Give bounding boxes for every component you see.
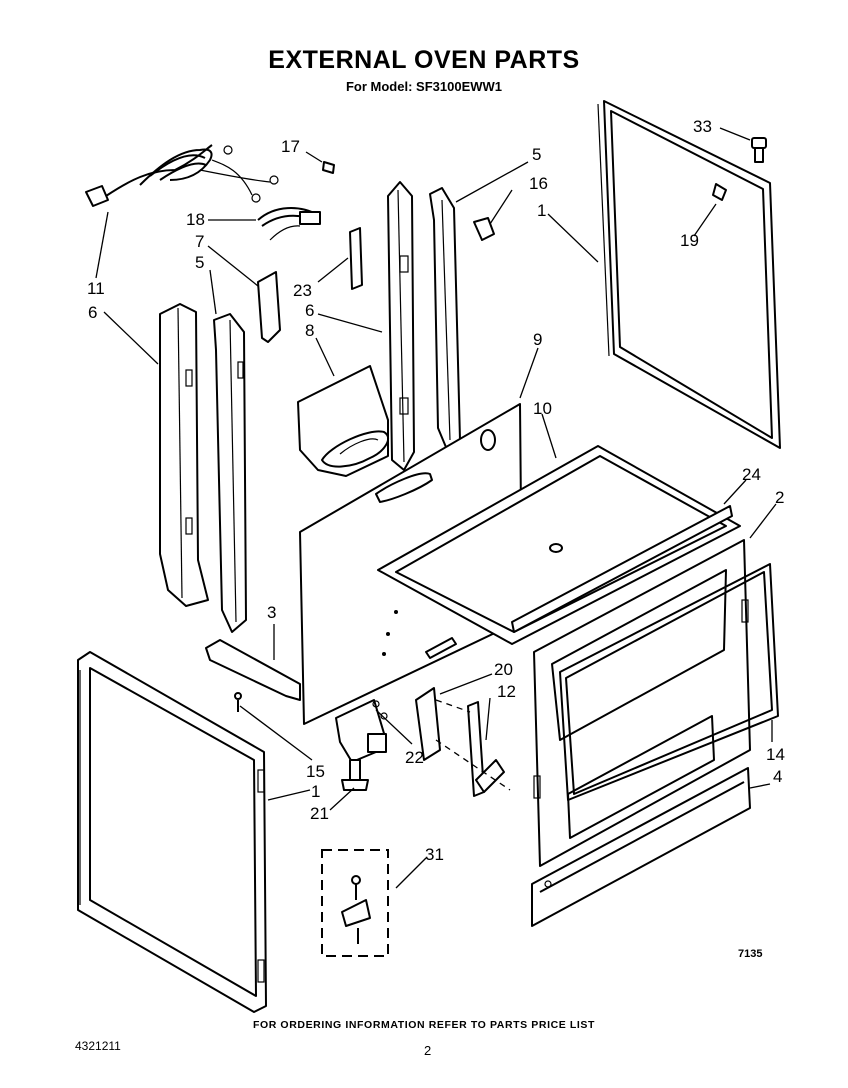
- part-17: [322, 161, 335, 174]
- callout-leader-lines: [95, 127, 777, 889]
- callout-2: 2: [775, 488, 785, 507]
- brace-3: [205, 639, 301, 701]
- callout-22: 22: [405, 748, 424, 767]
- door-gasket-14: [559, 563, 779, 801]
- callout-23: 23: [293, 281, 312, 300]
- callout-1-upper: 1: [537, 201, 547, 220]
- kick-panel-4: [531, 767, 751, 927]
- callout-12: 12: [497, 682, 516, 701]
- power-cord-11: [85, 144, 279, 207]
- callout-7: 7: [195, 232, 205, 251]
- figure-number: 7135: [738, 948, 763, 960]
- callout-5-left: 5: [195, 253, 205, 272]
- callout-10: 10: [533, 399, 552, 418]
- callout-8: 8: [305, 321, 315, 340]
- strip-23: [349, 227, 363, 290]
- rail-5-center: [429, 187, 461, 453]
- callout-17: 17: [281, 137, 300, 156]
- bracket-7: [257, 271, 281, 343]
- callout-31: 31: [425, 845, 444, 864]
- side-panel-upper: [597, 100, 781, 449]
- side-rail-6-left: [159, 303, 209, 607]
- callout-24: 24: [742, 465, 761, 484]
- anti-tip-kit-31: [321, 849, 389, 957]
- strip-24: [511, 505, 733, 633]
- callout-21: 21: [310, 804, 329, 823]
- leveling-bracket-22: [335, 699, 388, 763]
- page-number: 2: [424, 1043, 432, 1058]
- callout-6-left: 6: [88, 303, 98, 322]
- callout-19: 19: [680, 231, 699, 250]
- side-panel-lower: [77, 651, 267, 1013]
- callout-6-center: 6: [305, 301, 315, 320]
- callout-18: 18: [186, 210, 205, 229]
- callout-11: 11: [87, 279, 105, 298]
- ordering-note: FOR ORDERING INFORMATION REFER TO PARTS …: [252, 1019, 596, 1031]
- rear-rail-6-center: [387, 181, 415, 471]
- screw-33: [751, 137, 767, 163]
- page-title: EXTERNAL OVEN PARTS: [268, 46, 580, 74]
- callout-3: 3: [267, 603, 277, 622]
- clip-19: [712, 183, 727, 201]
- callout-4: 4: [773, 767, 783, 786]
- part-16: [473, 217, 495, 241]
- oven-bottom-10: [377, 445, 741, 645]
- front-frame-2: [533, 539, 751, 867]
- vent-duct-8: [297, 365, 389, 477]
- screw-15: [234, 692, 242, 712]
- callout-1-lower: 1: [311, 782, 321, 801]
- leveling-foot-21: [341, 759, 369, 791]
- callout-9: 9: [533, 330, 543, 349]
- rail-5-left: [213, 313, 247, 633]
- catalog-number: 4321211: [75, 1039, 121, 1053]
- callout-14: 14: [766, 745, 785, 764]
- callout-16: 16: [529, 174, 548, 193]
- callout-5-upper: 5: [532, 145, 542, 164]
- bracket-20: [415, 687, 441, 761]
- callout-15: 15: [306, 762, 325, 781]
- callout-20: 20: [494, 660, 513, 679]
- model-subtitle: For Model: SF3100EWW1: [345, 79, 503, 94]
- callout-33: 33: [693, 117, 712, 136]
- wire-harness-18: [257, 207, 321, 241]
- hinge-bar-12: [467, 701, 505, 797]
